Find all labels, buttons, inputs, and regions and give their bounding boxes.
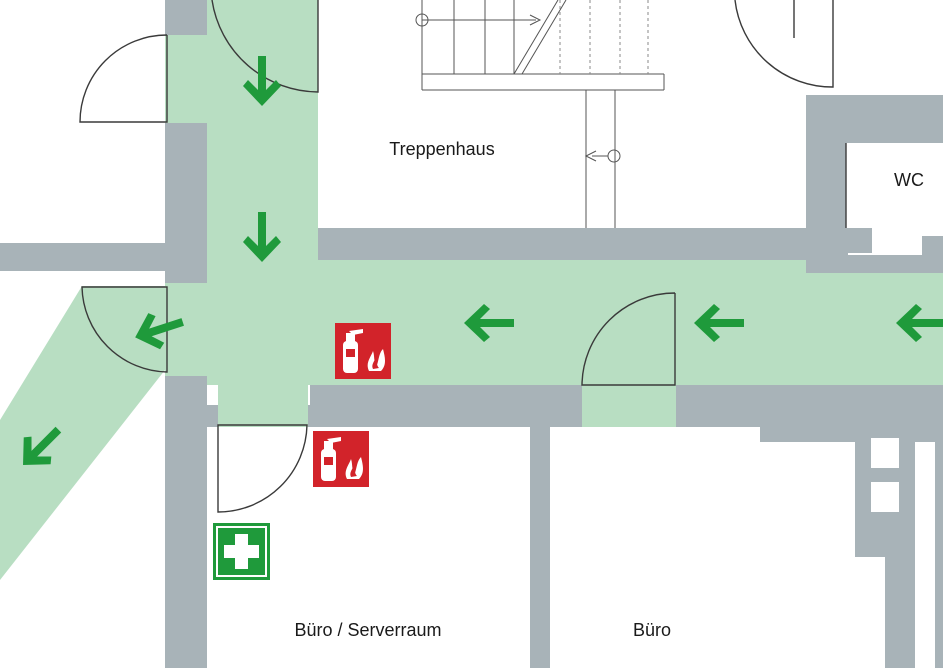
route-top-left-doorway (165, 35, 207, 123)
wall-wc-bottom (846, 228, 872, 253)
escape-arrows (23, 56, 943, 465)
arrow-left-icon (135, 313, 184, 350)
wall-niche (871, 482, 899, 512)
route-right-extension (846, 273, 943, 385)
door-lower-left (217, 424, 308, 513)
wall-corridor-bottom-step (760, 385, 943, 442)
first-aid-cross-icon (213, 523, 270, 580)
door-top-right (734, 0, 834, 88)
arrow-left-icon (694, 304, 744, 342)
door-left (81, 286, 168, 373)
door-corridor-top (211, 0, 319, 93)
room-label-stairwell: Treppenhaus (389, 139, 494, 159)
route-horizontal-corridor (207, 260, 943, 385)
wall-left-horizontal (0, 243, 207, 271)
arrow-left-icon (464, 304, 514, 342)
door-corridor (581, 292, 676, 386)
arrow-left-icon (896, 304, 943, 342)
route-lower-doorway (218, 385, 308, 427)
staircase (415, 0, 665, 228)
wall-niche (871, 438, 899, 468)
room-label-wc: WC (894, 170, 924, 190)
wall-right-edge (935, 427, 943, 668)
room-label-office-server: Büro / Serverraum (294, 620, 441, 640)
door-top-left (79, 34, 168, 123)
arrow-down-left-icon (23, 426, 62, 465)
wall-corridor-end (806, 255, 943, 273)
arrow-down-icon (243, 56, 281, 106)
fire-extinguisher-icon (335, 323, 391, 379)
room-label-office: Büro (633, 620, 671, 640)
wall-right-top (806, 95, 943, 143)
arrow-down-icon (243, 212, 281, 262)
wall-stairwell-bottom (318, 228, 848, 260)
wall-middle-vertical (530, 427, 550, 668)
fire-extinguisher-icon (313, 431, 369, 487)
escape-route (0, 0, 943, 580)
route-corridor-doorway (582, 385, 676, 427)
doors (79, 0, 847, 513)
